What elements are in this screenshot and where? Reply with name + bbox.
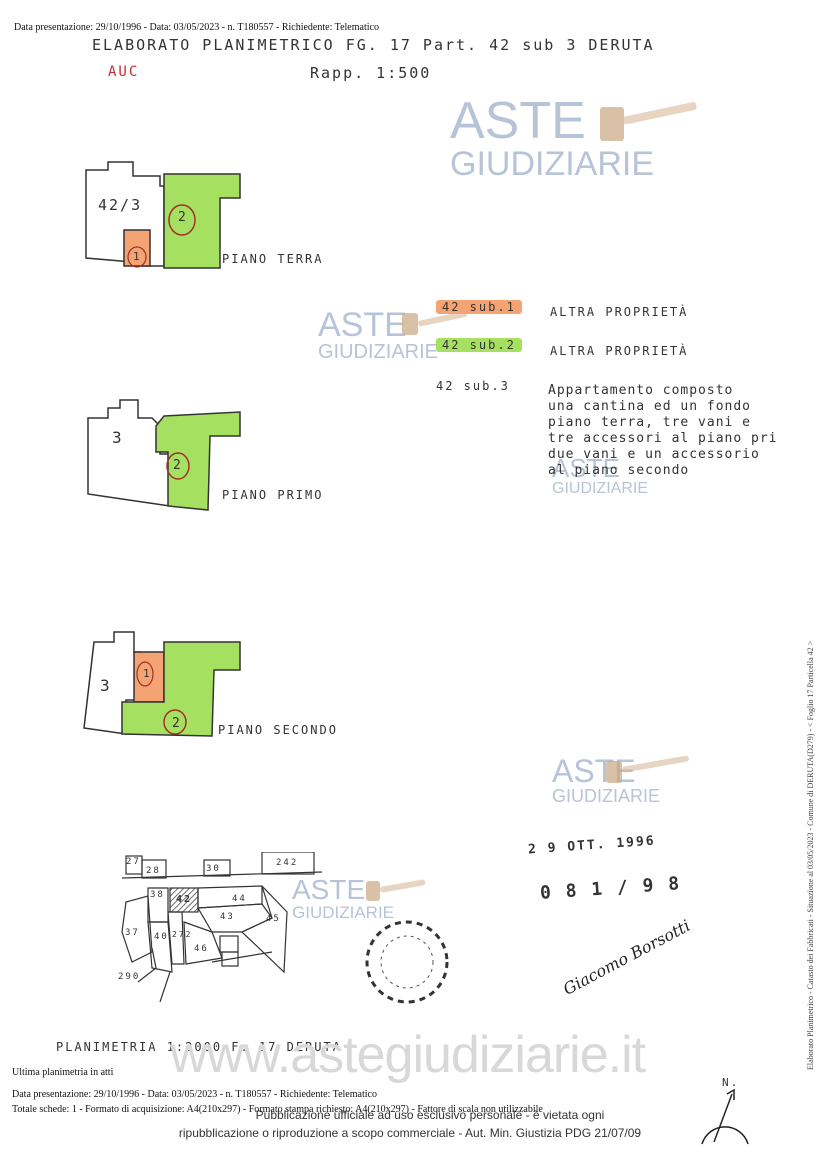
parcel-label: 42 <box>176 894 193 905</box>
parcel-label: 27 <box>126 857 141 867</box>
mark-1: 1 <box>133 250 142 263</box>
legend-code-3: 42 sub.3 <box>436 379 510 393</box>
floor-label-terra: PIANO TERRA <box>222 252 324 266</box>
parcel-label: 37 <box>125 928 140 938</box>
watermark-giudiziarie: GIUDIZIARIE <box>318 341 439 363</box>
round-stamp <box>365 920 449 1004</box>
floor-label-primo: PIANO PRIMO <box>222 488 324 502</box>
mark-1: 1 <box>143 667 152 680</box>
watermark-aste: ASTE <box>450 92 586 150</box>
watermark-website: www.astegiudiziarie.it <box>170 1026 646 1084</box>
mark-2: 2 <box>173 458 183 473</box>
parcel-label: 28 <box>146 866 161 876</box>
gavel-icon <box>606 755 690 783</box>
watermark-aste: ASTE <box>292 874 366 905</box>
watermark-logo-1: ASTE GIUDIZIARIE <box>450 95 654 181</box>
watermark-giudiziarie: GIUDIZIARIE <box>450 145 655 183</box>
unit-label: 42/3 <box>98 196 143 214</box>
floor-plan-terra <box>85 161 241 269</box>
desc-line: piano terra, tre vani e <box>548 415 752 430</box>
stamp-number: 0 8 1 / 9 8 <box>539 873 682 904</box>
footer-line-1: Data presentazione: 29/10/1996 - Data: 0… <box>12 1089 377 1100</box>
floor-plan-secondo <box>83 631 241 737</box>
watermark-logo-2: ASTE GIUDIZIARIE <box>318 308 438 362</box>
watermark-logo-3: ASTE GIUDIZIARIE <box>552 455 648 497</box>
north-label: N. <box>722 1076 740 1089</box>
footer-line-2: Totale schede: 1 - Formato di acquisizio… <box>12 1104 543 1115</box>
signature: Giacomo Borsotti <box>560 915 694 999</box>
floor-plan-primo <box>87 399 241 511</box>
parcel-label: 43 <box>220 912 235 922</box>
stamp-date: 2 9 OTT. 1996 <box>527 833 657 858</box>
watermark-aste: ASTE <box>318 306 407 344</box>
gavel-icon <box>366 879 426 901</box>
legend-text-1: ALTRA PROPRIETÀ <box>550 305 689 319</box>
desc-line: al piano secondo <box>548 463 690 478</box>
gavel-icon <box>402 311 467 335</box>
footer-last: Ultima planimetria in atti <box>12 1067 114 1078</box>
watermark-logo-5: ASTE GIUDIZIARIE <box>292 874 395 922</box>
site-plan <box>121 852 322 1002</box>
parcel-label: 30 <box>206 864 221 874</box>
watermark-aste: ASTE <box>552 453 620 483</box>
legend-text-2: ALTRA PROPRIETÀ <box>550 344 689 358</box>
mark-2: 2 <box>178 210 188 225</box>
side-vertical-text: Elaborato Planimetrico - Catasto dei Fab… <box>806 640 815 1070</box>
unit-label: 3 <box>100 676 112 695</box>
legend-code-2: 42 sub.2 <box>436 338 522 352</box>
scale-label: Rapp. 1:500 <box>310 64 432 82</box>
parcel-label: 40 <box>154 932 169 942</box>
parcel-label: 45 <box>266 914 281 924</box>
parcel-label: 290 <box>118 972 141 982</box>
unit-label: 3 <box>112 428 124 447</box>
document-title: ELABORATO PLANIMETRICO FG. 17 Part. 42 s… <box>92 36 655 54</box>
desc-line: Appartamento composto <box>548 383 734 398</box>
gavel-icon <box>600 102 697 141</box>
legend-code-1: 42 sub.1 <box>436 300 522 314</box>
site-plan-label: PLANIMETRIA 1:2000 F. 17 DERUTA <box>56 1040 342 1054</box>
header-top-line: Data presentazione: 29/10/1996 - Data: 0… <box>14 22 379 33</box>
code-mark: AUC <box>108 64 140 80</box>
floor-label-secondo: PIANO SECONDO <box>218 723 338 737</box>
parcel-label: 272 <box>172 930 193 939</box>
watermark-giudiziarie: GIUDIZIARIE <box>292 903 395 922</box>
mark-2: 2 <box>172 716 182 731</box>
parcel-label: 44 <box>232 894 247 904</box>
desc-line: una cantina ed un fondo <box>548 399 752 414</box>
footer-notice-2: ripubblicazione o riproduzione a scopo c… <box>178 1126 642 1140</box>
desc-line: tre accessori al piano pri <box>548 431 778 446</box>
watermark-giudiziarie: GIUDIZIARIE <box>552 480 649 497</box>
footer-notice-1: Pubblicazione ufficiale ad uso esclusivo… <box>255 1108 605 1122</box>
north-arrow-icon <box>701 1088 749 1145</box>
legend-description: Appartamento composto una cantina ed un … <box>548 383 818 479</box>
parcel-label: 38 <box>150 890 165 900</box>
desc-line: due vani e un accessorio <box>548 447 760 462</box>
parcel-label: 46 <box>194 944 209 954</box>
watermark-giudiziarie: GIUDIZIARIE <box>552 786 661 806</box>
parcel-label: 242 <box>276 858 299 868</box>
